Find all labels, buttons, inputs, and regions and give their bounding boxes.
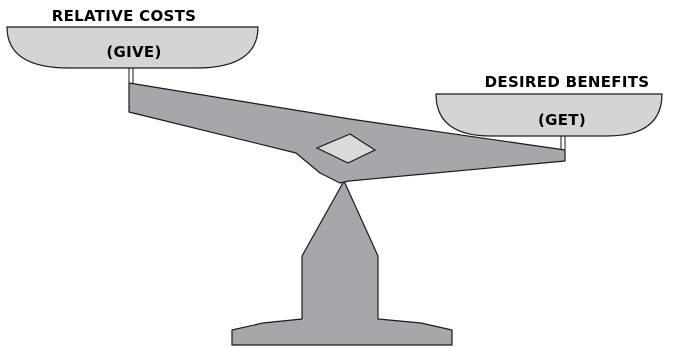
scale-stand [231, 180, 453, 346]
right-pan-heading: DESIRED BENEFITS [485, 73, 650, 91]
left-pan-heading: RELATIVE COSTS [52, 7, 197, 25]
left-pan [6, 26, 259, 69]
left-pan-hanger [128, 66, 134, 86]
left-pan-label: (GIVE) [106, 43, 161, 61]
pivot-diamond [315, 133, 377, 164]
right-pan-label: (GET) [538, 111, 586, 129]
scale-beam [128, 82, 566, 184]
right-pan [435, 93, 663, 137]
